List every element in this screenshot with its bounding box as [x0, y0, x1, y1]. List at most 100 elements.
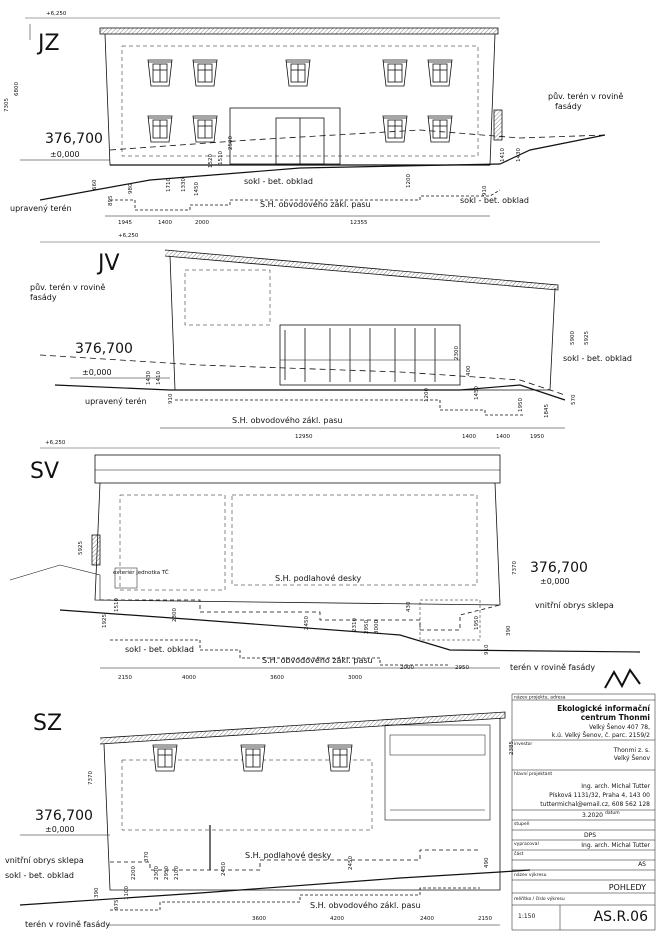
tb-stage: DPS — [584, 832, 596, 839]
orig-terrain-jv — [39, 354, 566, 396]
label-vnitrni-obrys-sv: vnitřní obrys sklepa — [535, 601, 614, 610]
dim-jv-1950-v: 1950 — [518, 398, 524, 412]
level-top-sv: +6,250 — [45, 440, 66, 446]
dim-sv-1510: 1510 — [114, 598, 120, 612]
label-teren-rovine-sz: terén v rovině fasády — [25, 919, 110, 929]
dim-sv-910: 910 — [484, 644, 490, 655]
dim-jv-1410: 1410 — [156, 371, 162, 385]
dim-sz-390: 390 — [94, 887, 100, 898]
tb-part: AS — [638, 861, 646, 868]
label-vnitrni-obrys-sz: vnitřní obrys sklepa — [5, 856, 84, 865]
tb-investor-label: investor — [514, 741, 532, 747]
label-puv-teren-1-jv: pův. terén v rovině — [30, 282, 105, 292]
label-puv-teren-1-jz: pův. terén v rovině — [548, 91, 623, 101]
tb-address2: k.ú. Velký Šenov, č. parc. 2159/2 — [552, 732, 650, 739]
tb-scale: 1:150 — [518, 913, 535, 920]
level-abs-sz: 376,700 — [35, 808, 93, 824]
elevation-sz — [19, 711, 531, 926]
dim-sv-2950: 2950 — [455, 665, 469, 671]
label-zakl-pasu-jv: S.H. obvodového zákl. pasu — [232, 415, 343, 425]
dim-sv-2450: 2450 — [304, 616, 310, 630]
label-podl-desky-sv: S.H. podlahové desky — [275, 573, 361, 583]
label-sokl-jz-2: sokl - bet. obklad — [460, 196, 529, 205]
dim-jv-2300: 2300 — [454, 346, 460, 360]
dim-sv-1925: 1925 — [102, 614, 108, 628]
tb-scale-label: měřítko / číslo výkresu — [514, 895, 565, 902]
tb-drawing: POHLEDY — [609, 883, 646, 892]
dim-jz-660: 660 — [92, 179, 98, 190]
label-sokl-sv: sokl - bet. obklad — [125, 645, 194, 654]
architect-logo — [604, 668, 641, 689]
dim-jz-12355: 12355 — [350, 220, 368, 226]
roof-jz — [99, 27, 499, 35]
dim-jv-12950: 12950 — [295, 434, 313, 440]
roof-jv — [164, 249, 559, 291]
dim-sv-390: 390 — [506, 625, 512, 636]
label-puv-teren-2-jv: fasády — [30, 293, 57, 302]
view-title-sv: SV — [30, 459, 59, 484]
label-sokl-jz-1: sokl - bet. obklad — [244, 177, 313, 186]
facade-sv — [94, 482, 501, 606]
dim-sz-2450-a: 2450 — [221, 862, 227, 876]
roof-sz — [99, 711, 506, 745]
label-zakl-pasu-sv: S.H. obvodového zákl. pasu — [262, 655, 373, 665]
dim-sz-4200: 4200 — [330, 916, 344, 922]
tb-date-label: datum — [605, 810, 620, 816]
tb-investor1: Thonmi z. s. — [613, 747, 650, 754]
dim-jz-2000: 2000 — [195, 220, 209, 226]
dim-jz-1510: 1510 — [218, 151, 224, 165]
level-top-jv: +6,250 — [118, 233, 139, 239]
terrain-jv — [54, 384, 566, 401]
dim-sz-975: 975 — [114, 899, 120, 910]
dim-sz-2100: 2100 — [174, 866, 180, 880]
dim-sv-430: 430 — [406, 601, 412, 612]
tb-stage-label: stupeň — [514, 820, 530, 827]
dim-sz-2200: 2200 — [131, 866, 137, 880]
label-sokl-jv: sokl - bet. obklad — [563, 354, 632, 363]
dim-sz-2300: 2300 — [154, 866, 160, 880]
tb-part-label: část — [514, 850, 524, 857]
dim-sv-3600: 3600 — [270, 675, 284, 681]
level-zero-sz: ±0,000 — [45, 825, 75, 834]
dim-sv-2000: 2000 — [400, 665, 414, 671]
dim-jz-910: 910 — [482, 185, 488, 196]
tb-designer3: tuttermichal@email.cz, 608 562 128 — [540, 801, 650, 808]
dim-sz-1100: 1100 — [124, 886, 130, 900]
label-upraveny-teren-jz: upravený terén — [10, 203, 72, 213]
dim-sv-2300: 2300 — [172, 608, 178, 622]
dim-jz-1945: 1945 — [118, 220, 132, 226]
label-exterier-sv: exteriér jednotka TČ — [113, 569, 169, 576]
view-title-sz: SZ — [33, 711, 62, 736]
level-top-jz: +6,250 — [46, 11, 67, 17]
label-podl-desky-sz: S.H. podlahové desky — [245, 850, 331, 860]
dim-jz-895: 895 — [108, 195, 114, 206]
dim-sz-2150: 2150 — [478, 916, 492, 922]
dim-jv-570: 570 — [571, 394, 577, 405]
level-zero-jv: ±0,000 — [82, 368, 112, 377]
label-sokl-sz: sokl - bet. obklad — [5, 871, 74, 880]
dim-jv-5900: 5900 — [570, 331, 576, 345]
dim-jv-1950: 1950 — [530, 434, 544, 440]
tb-designer-label: hlavní projektant — [514, 770, 552, 777]
dim-jv-1200: 1200 — [424, 388, 430, 402]
orig-terrain-jz — [109, 129, 606, 151]
glazing-jv — [279, 324, 461, 386]
tb-designer2: Písková 1131/32, Praha 4, 143 00 — [549, 792, 650, 799]
dim-jz-1450: 1450 — [194, 182, 200, 196]
dim-sz-2450-b: 2450 — [348, 856, 354, 870]
level-abs-jz: 376,700 — [45, 131, 103, 147]
facade-sz — [103, 718, 501, 891]
dim-sv-3000: 3000 — [348, 675, 362, 681]
label-teren-rovine-sv: terén v rovině fasády — [510, 662, 595, 672]
terrain-jz — [39, 134, 606, 201]
tb-project-line2: centrum Thonmi — [581, 713, 650, 722]
label-upraveny-teren-jv: upravený terén — [85, 396, 147, 406]
level-zero-sv: ±0,000 — [540, 577, 570, 586]
dim-sv-2310: 2310 — [352, 618, 358, 632]
dim-jv-1450: 1450 — [474, 386, 480, 400]
dim-jz-1710: 1710 — [166, 178, 172, 192]
level-abs-jv: 376,700 — [75, 341, 133, 357]
facade-jv — [169, 255, 556, 391]
dim-jv-400: 400 — [466, 365, 472, 376]
level-abs-sv: 376,700 — [530, 560, 588, 576]
